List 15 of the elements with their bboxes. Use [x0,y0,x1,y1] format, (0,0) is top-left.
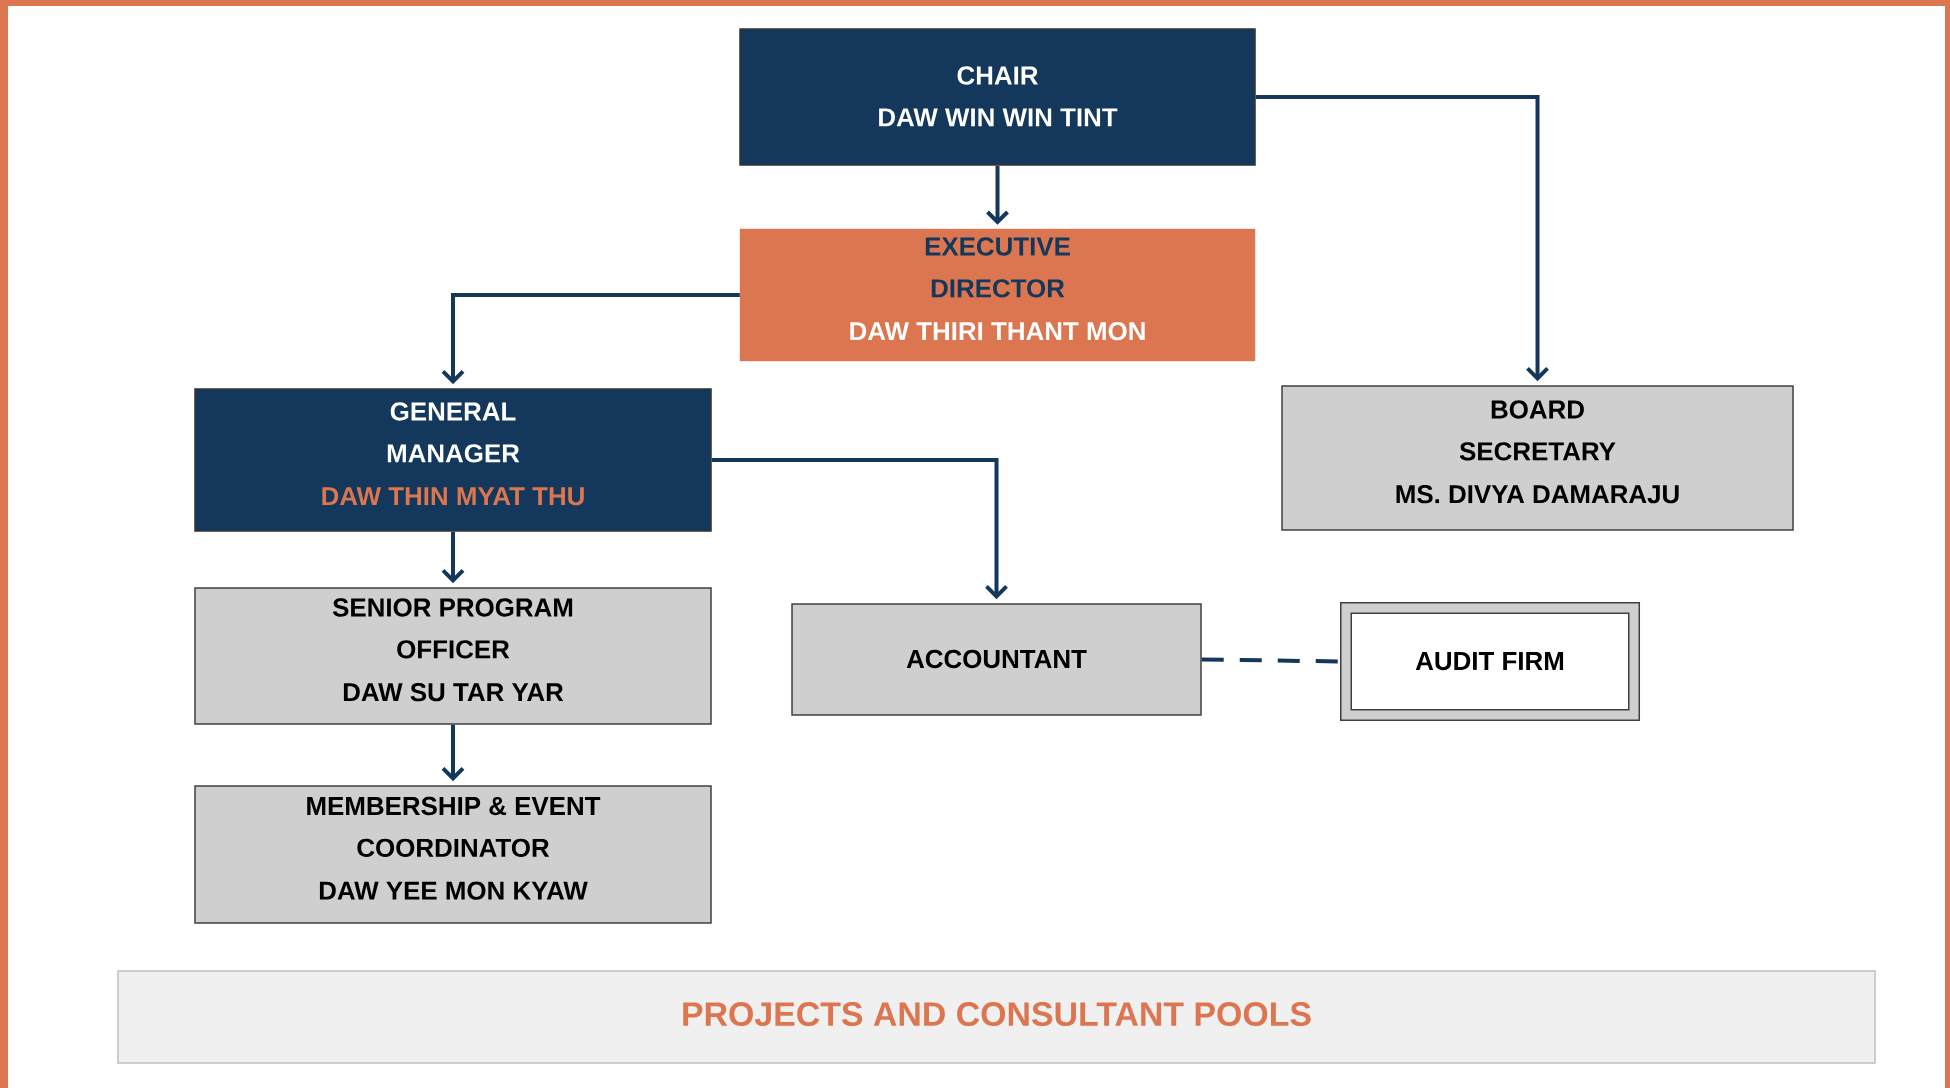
position-box: ACCOUNTANT [791,603,1202,716]
position-box: BOARD SECRETARY MS. DIVYA DAMARAJU [1281,385,1794,531]
position-box: GENERAL MANAGER DAW THIN MYAT THU [194,388,712,532]
arrow [441,724,465,782]
arrow [441,293,740,385]
arrow [441,531,465,584]
external-box: AUDIT FIRM [1340,602,1640,721]
position-box: SENIOR PROGRAM OFFICER DAW SU TAR YAR [194,587,712,725]
arrow [986,165,1009,225]
position-box: MEMBERSHIP & EVENT COORDINATOR DAW YEE MON KYAW [194,785,712,924]
footer-band: PROJECTS AND CONSULTANT POOLS [117,970,1876,1064]
arrow [1255,95,1549,382]
arrow [711,458,1008,600]
position-box: EXECUTIVE DIRECTOR DAW THIRI THANT MON [739,228,1256,362]
position-box: CHAIR DAW WIN WIN TINT [739,28,1256,166]
